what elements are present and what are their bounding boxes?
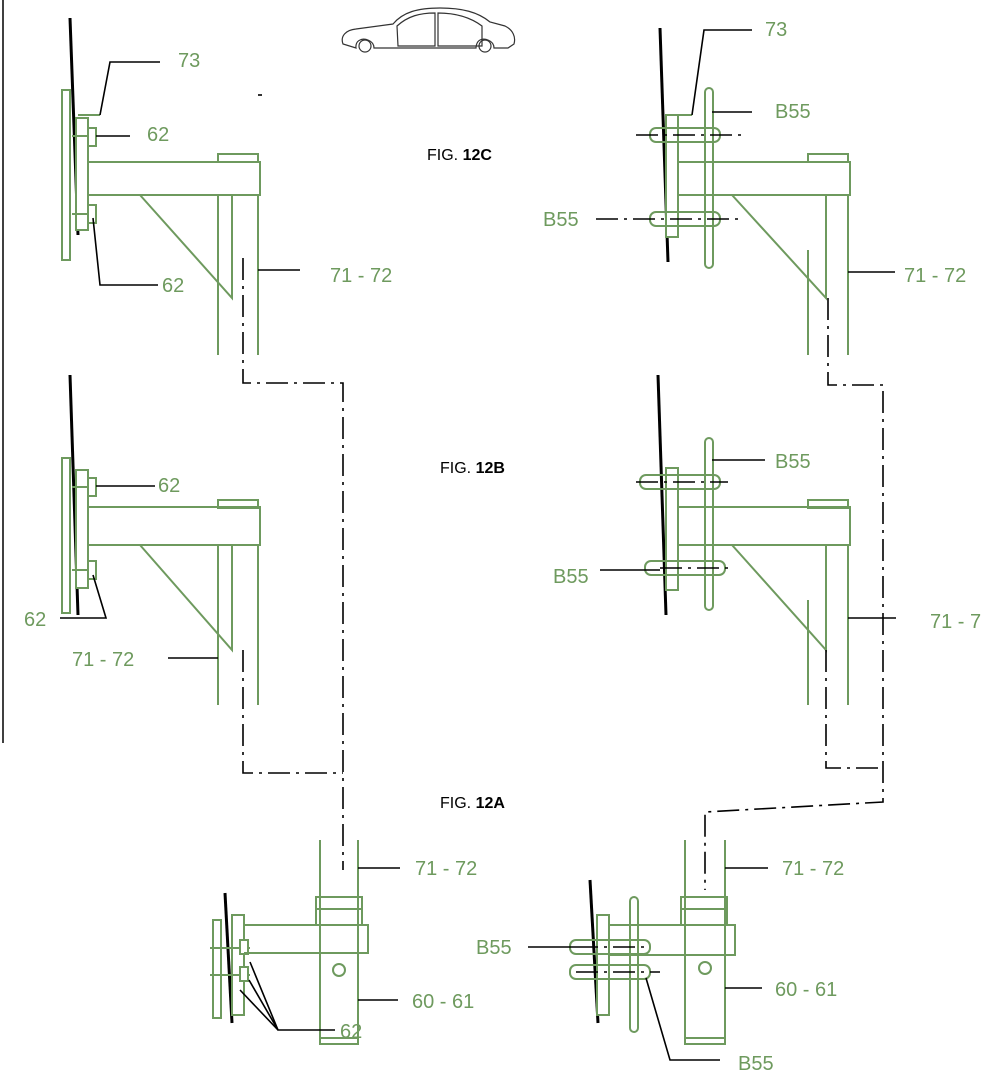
- label-62: 62: [147, 124, 169, 146]
- label-b55: B55: [553, 566, 589, 588]
- label-62: 62: [340, 1021, 362, 1043]
- car-silhouette-icon: [341, 7, 516, 53]
- label-62: 62: [162, 275, 184, 297]
- label-62: 62: [24, 609, 46, 631]
- label-71-72: 71 - 72: [330, 265, 392, 287]
- label-71-72: 71 - 72: [415, 858, 477, 880]
- label-62: 62: [158, 475, 180, 497]
- fig-12c-left-assembly: [61, 17, 261, 355]
- fig-12b-left-assembly: [61, 374, 261, 705]
- fig-12c-right-assembly: [649, 27, 851, 355]
- label-b55: B55: [738, 1053, 774, 1071]
- label-71-72: 71 - 72: [904, 265, 966, 287]
- label-b55: B55: [775, 101, 811, 123]
- fig-12a-right-assembly: [569, 840, 736, 1045]
- fig-12b-caption: FIG. 12B: [440, 460, 505, 477]
- fig-12a-left-assembly: [210, 840, 369, 1045]
- label-b55: B55: [476, 937, 512, 959]
- label-71-72: 71 - 7: [930, 611, 981, 633]
- label-b55: B55: [775, 451, 811, 473]
- fig-12b-right-assembly: [639, 374, 851, 705]
- label-73: 73: [178, 50, 200, 72]
- label-60-61: 60 - 61: [412, 991, 474, 1013]
- label-73: 73: [765, 19, 787, 41]
- label-60-61: 60 - 61: [775, 979, 837, 1001]
- label-71-72: 71 - 72: [782, 858, 844, 880]
- label-b55: B55: [543, 209, 579, 231]
- label-71-72: 71 - 72: [72, 649, 134, 671]
- fig-12c-caption: FIG. 12C: [427, 147, 492, 164]
- fig-12a-caption: FIG. 12A: [440, 795, 505, 812]
